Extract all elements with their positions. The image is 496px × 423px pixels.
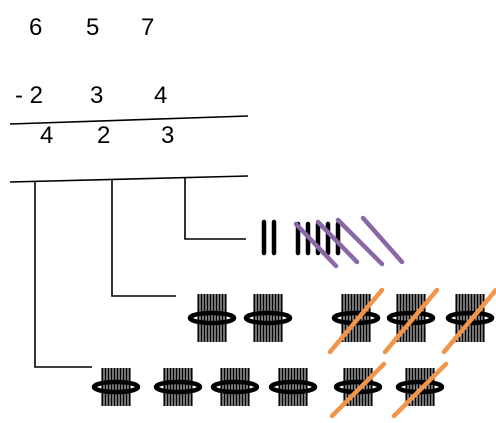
ones-crossout-slash [315, 219, 360, 265]
hundreds-bundle [91, 368, 141, 406]
ones-crossout-slash [360, 215, 405, 265]
subtrahend-hundreds-digit: - 2 [15, 82, 44, 109]
tens-bundle-crossout [441, 287, 496, 355]
subtrahend-tens-digit: 3 [90, 82, 104, 109]
hundreds-bundle [268, 368, 318, 406]
hundreds-bundles-group [91, 361, 449, 419]
hundreds-bundle-crossout [391, 361, 449, 419]
ones-crossout-slash [335, 217, 385, 267]
tens-bundle [243, 294, 293, 342]
tens-bundle [187, 294, 237, 342]
ones-sticks-group [261, 215, 405, 269]
hundreds-bundle-crossout [329, 361, 387, 419]
difference-hundreds-digit: 4 [40, 122, 54, 149]
minuend-ones-digit: 7 [141, 14, 155, 41]
subtrahend-ones-digit: 4 [154, 82, 168, 109]
ones-crossout-slash [293, 221, 339, 269]
tens-bundle-crossout [327, 287, 385, 355]
subtraction-line [9, 115, 249, 125]
tens-bundle-crossout [382, 287, 440, 355]
difference-ones-digit: 3 [161, 122, 175, 149]
tens-connector [111, 180, 176, 297]
minuend-hundreds-digit: 6 [29, 14, 43, 41]
minuend-tens-digit: 5 [86, 14, 100, 41]
base-line [9, 175, 249, 183]
ones-connector [184, 178, 246, 240]
tens-bundles-group [187, 287, 496, 355]
hundreds-bundle [153, 368, 203, 406]
hundreds-bundle [210, 368, 260, 406]
hundreds-connector [34, 182, 92, 368]
hundreds-bundle [395, 368, 445, 406]
difference-tens-digit: 2 [97, 122, 111, 149]
